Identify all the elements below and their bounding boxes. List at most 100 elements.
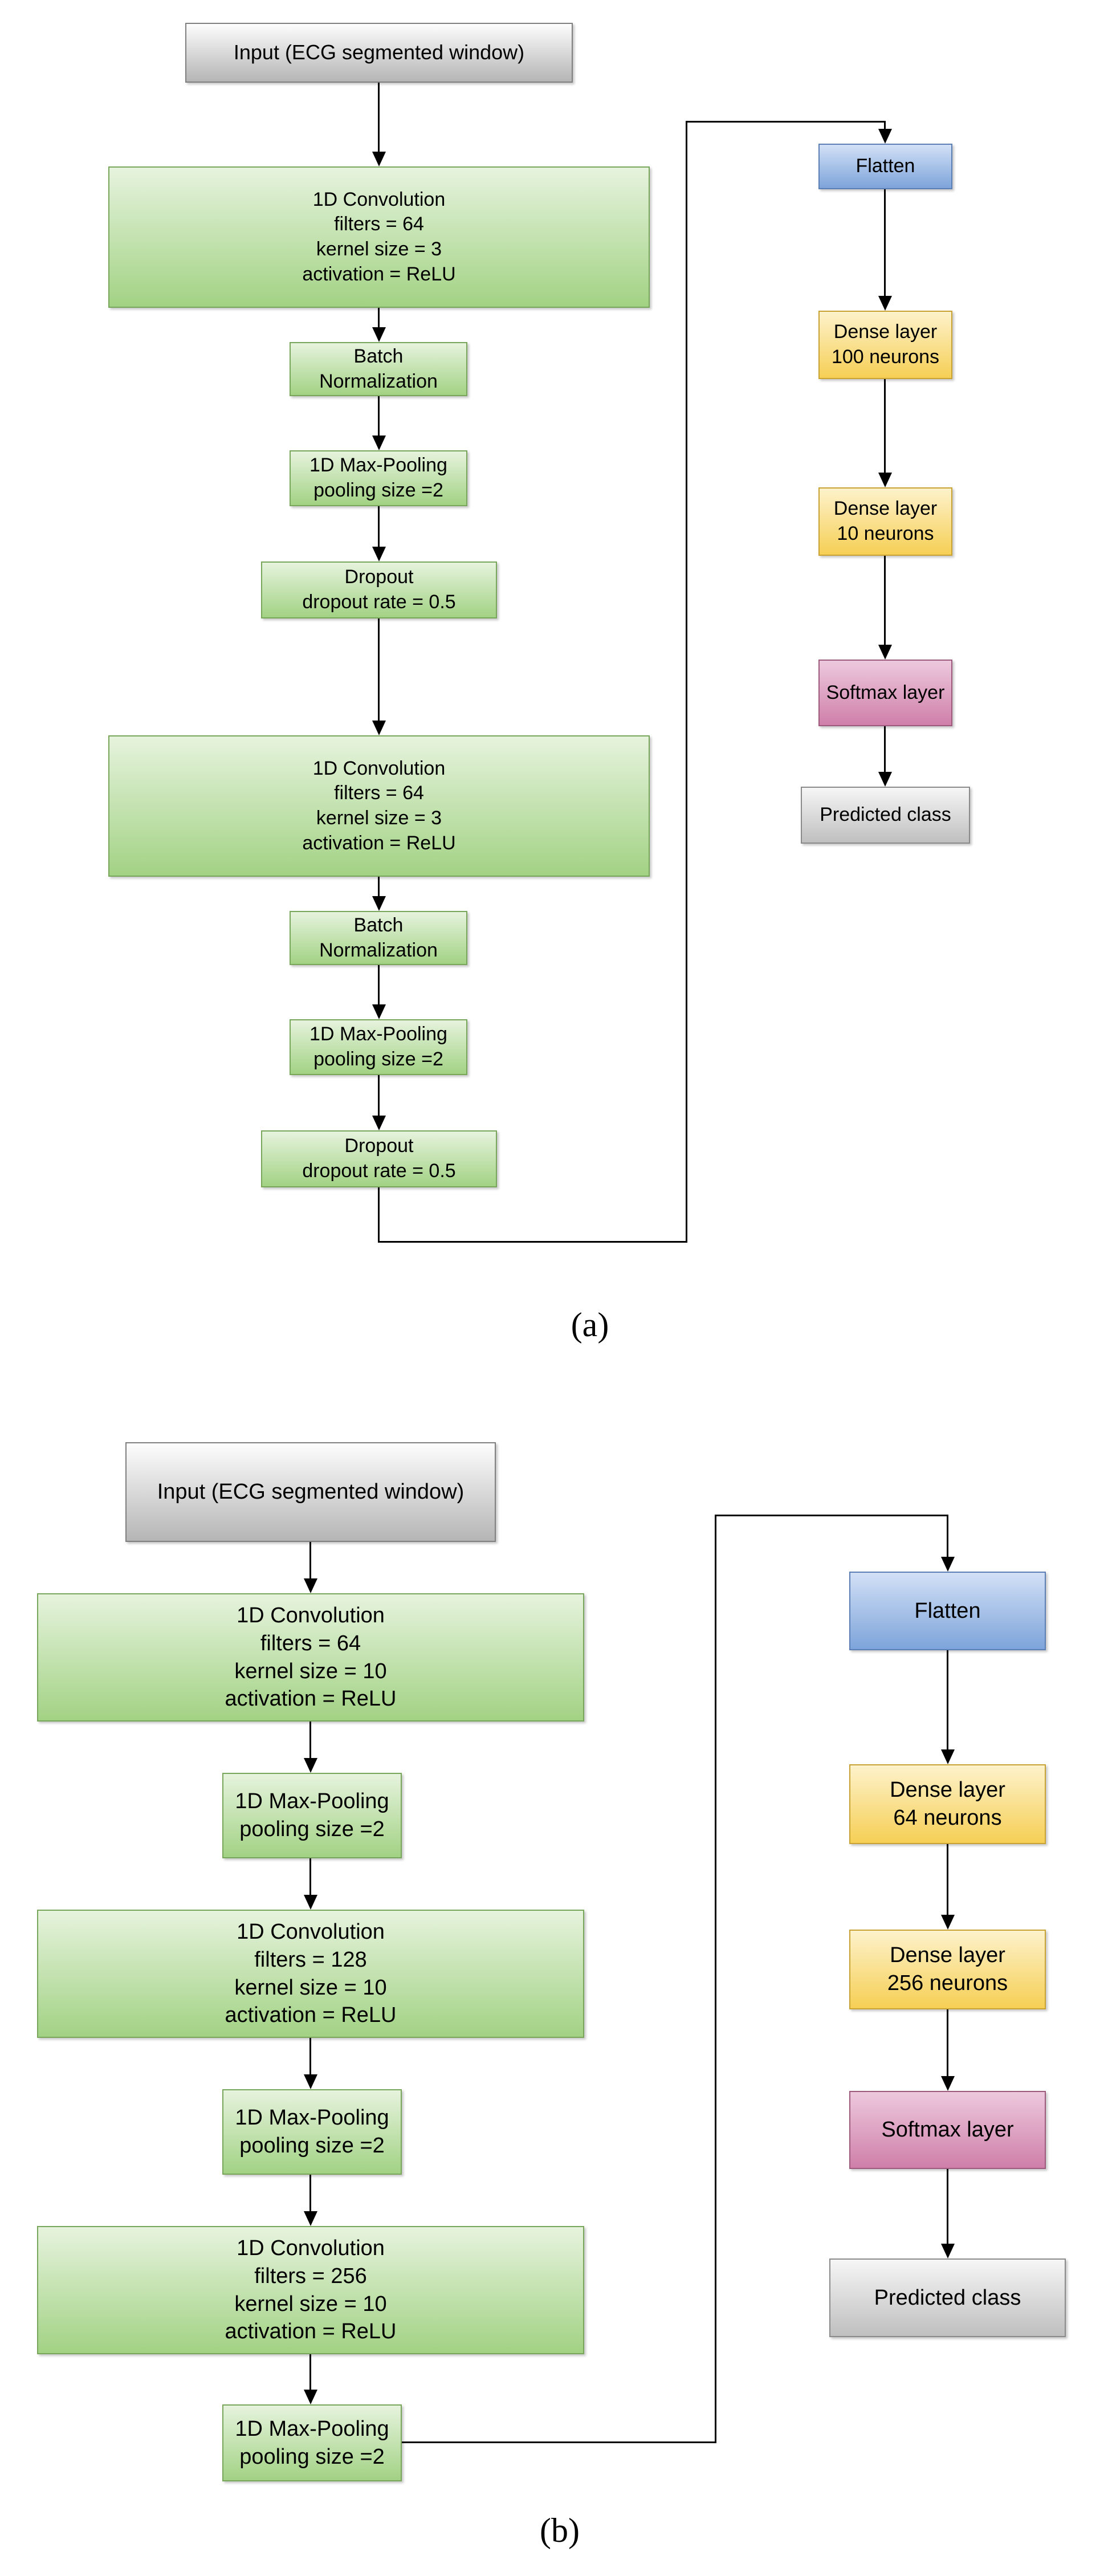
- b-flatten-box: Flatten: [849, 1572, 1046, 1650]
- flow-arrowhead: [878, 645, 892, 660]
- flow-arrow-line: [884, 556, 886, 648]
- connector-line: [715, 1515, 716, 2443]
- b-maxpool3-box: 1D Max-Pooling pooling size =2: [222, 2404, 402, 2481]
- a-dropout1-box: Dropout dropout rate = 0.5: [261, 561, 497, 618]
- b-input-label: Input (ECG segmented window): [157, 1480, 465, 1504]
- a-drop2-line1: Dropout: [344, 1135, 414, 1157]
- b-conv1-line1: 1D Convolution: [237, 1604, 385, 1628]
- flow-arrowhead: [372, 1004, 386, 1019]
- flow-arrowhead: [372, 547, 386, 561]
- a-dense10-line1: Dense layer: [833, 498, 938, 520]
- a-drop2-line2: dropout rate = 0.5: [302, 1160, 456, 1182]
- b-mp2-line1: 1D Max-Pooling: [235, 2106, 389, 2130]
- flow-arrowhead: [304, 2211, 317, 2226]
- flow-arrowhead: [372, 721, 386, 735]
- flow-arrowhead: [372, 327, 386, 342]
- a-mp2-line1: 1D Max-Pooling: [309, 1023, 447, 1045]
- a-conv2-line4: activation = ReLU: [302, 832, 456, 854]
- a-conv1-line3: kernel size = 3: [316, 238, 442, 260]
- flow-arrow-line: [378, 877, 380, 900]
- a-drop1-line1: Dropout: [344, 566, 414, 588]
- b-conv1-line2: filters = 64: [260, 1631, 361, 1655]
- flow-arrow-line: [309, 1858, 311, 1898]
- b-maxpool1-box: 1D Max-Pooling pooling size =2: [222, 1773, 402, 1858]
- a-dense10-line2: 10 neurons: [837, 523, 934, 544]
- b-conv2-box: 1D Convolution filters = 128 kernel size…: [37, 1910, 584, 2038]
- flow-arrow-line: [947, 2169, 948, 2247]
- flow-arrow-line: [947, 2009, 948, 2079]
- connector-line: [947, 1515, 948, 1559]
- b-conv1-line3: kernel size = 10: [234, 1659, 387, 1683]
- flow-arrow-line: [884, 189, 886, 299]
- flow-arrowhead: [372, 152, 386, 166]
- a-softmax-label: Softmax layer: [826, 681, 945, 703]
- flow-arrowhead: [304, 1895, 317, 1910]
- a-conv2-line2: filters = 64: [334, 782, 424, 804]
- a-flatten-label: Flatten: [856, 155, 915, 177]
- flow-arrowhead: [372, 896, 386, 911]
- flow-arrow-line: [309, 2038, 311, 2078]
- flow-arrow-line: [378, 83, 380, 155]
- b-mp1-line1: 1D Max-Pooling: [235, 1789, 389, 1814]
- a-conv1-line4: activation = ReLU: [302, 263, 456, 285]
- flow-arrowhead: [941, 1749, 955, 1764]
- a-conv2-box: 1D Convolution filters = 64 kernel size …: [108, 735, 650, 877]
- connector-line: [884, 121, 886, 132]
- a-mp1-line2: pooling size =2: [313, 479, 443, 501]
- a-drop1-line2: dropout rate = 0.5: [302, 591, 456, 613]
- flow-arrow-line: [309, 1722, 311, 1761]
- flow-arrow-line: [378, 965, 380, 1008]
- b-predicted-label: Predicted class: [874, 2285, 1021, 2310]
- a-conv2-line3: kernel size = 3: [316, 807, 442, 829]
- b-mp1-line2: pooling size =2: [239, 1817, 385, 1841]
- flow-arrowhead: [304, 2390, 317, 2404]
- b-mp3-line1: 1D Max-Pooling: [235, 2416, 389, 2441]
- connector-line: [378, 1187, 380, 1243]
- b-conv1-line4: activation = ReLU: [225, 1687, 397, 1711]
- a-maxpool1-box: 1D Max-Pooling pooling size =2: [290, 450, 467, 506]
- flow-arrow-line: [309, 2354, 311, 2393]
- b-input-box: Input (ECG segmented window): [125, 1442, 496, 1542]
- b-conv3-line4: activation = ReLU: [225, 2319, 397, 2344]
- b-maxpool2-box: 1D Max-Pooling pooling size =2: [222, 2089, 402, 2175]
- a-dense100-line2: 100 neurons: [831, 346, 940, 368]
- connector-line: [686, 121, 687, 1243]
- b-dense256-box: Dense layer 256 neurons: [849, 1930, 1046, 2009]
- flow-arrow-line: [884, 379, 886, 476]
- a-input-label: Input (ECG segmented window): [233, 40, 525, 64]
- flow-arrowhead: [304, 1758, 317, 1773]
- flow-arrow-line: [378, 1075, 380, 1119]
- b-conv2-line3: kernel size = 10: [234, 1975, 387, 2000]
- a-dropout2-box: Dropout dropout rate = 0.5: [261, 1130, 497, 1187]
- a-flatten-box: Flatten: [818, 144, 952, 189]
- b-predicted-box: Predicted class: [829, 2258, 1066, 2337]
- b-dense64-box: Dense layer 64 neurons: [849, 1764, 1046, 1844]
- b-conv3-line1: 1D Convolution: [237, 2236, 385, 2261]
- a-input-box: Input (ECG segmented window): [185, 23, 573, 83]
- a-mp1-line1: 1D Max-Pooling: [309, 454, 447, 477]
- flow-arrowhead: [878, 473, 892, 487]
- flow-arrow-line: [947, 1650, 948, 1753]
- b-conv3-line2: filters = 256: [254, 2264, 367, 2288]
- a-softmax-box: Softmax layer: [818, 660, 952, 726]
- flow-arrowhead: [304, 1578, 317, 1593]
- flow-arrowhead: [878, 296, 892, 311]
- b-conv2-line1: 1D Convolution: [237, 1920, 385, 1944]
- a-dense100-box: Dense layer 100 neurons: [818, 311, 952, 379]
- a-predicted-box: Predicted class: [801, 787, 970, 844]
- flow-arrow-line: [309, 2175, 311, 2215]
- a-bn2-line2: Normalization: [319, 939, 438, 961]
- b-mp3-line2: pooling size =2: [239, 2444, 385, 2469]
- a-dense100-line1: Dense layer: [833, 321, 938, 343]
- flow-arrowhead: [941, 2244, 955, 2258]
- flow-arrow-line: [378, 308, 380, 331]
- a-conv1-line2: filters = 64: [334, 213, 424, 235]
- a-maxpool2-box: 1D Max-Pooling pooling size =2: [290, 1019, 467, 1075]
- panel-a-caption: (a): [571, 1306, 609, 1344]
- b-dense256-line2: 256 neurons: [887, 1971, 1008, 1995]
- b-conv1-box: 1D Convolution filters = 64 kernel size …: [37, 1593, 584, 1722]
- b-mp2-line2: pooling size =2: [239, 2134, 385, 2158]
- flow-arrowhead: [941, 1557, 955, 1572]
- panel-b-caption: (b): [540, 2512, 580, 2549]
- a-conv2-line1: 1D Convolution: [312, 757, 446, 779]
